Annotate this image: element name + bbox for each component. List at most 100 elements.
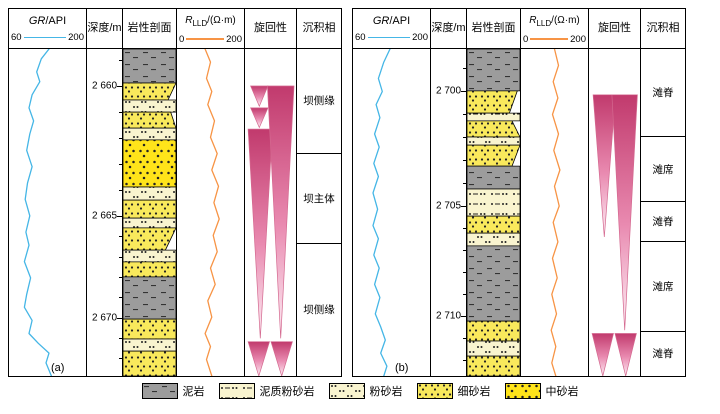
cyclicity-column: 旋回性 bbox=[589, 9, 641, 376]
depth-header: 深度/m bbox=[431, 9, 466, 49]
cyclicity-header: 旋回性 bbox=[589, 9, 640, 49]
gr-scale: 60 200 bbox=[9, 32, 86, 43]
rlld-max: 200 bbox=[226, 33, 242, 45]
lithology-column: 岩性剖面 bbox=[467, 9, 521, 376]
gr-column: GR/API 60 200 (b) bbox=[353, 9, 431, 376]
rlld-name: R bbox=[185, 14, 193, 26]
lithology-layer-fsand bbox=[467, 120, 520, 138]
legend-item-msilt: 泥质粉砂岩 bbox=[218, 383, 315, 399]
rlld-unit: /(Ω·m) bbox=[207, 14, 236, 26]
legend-swatch-msand bbox=[504, 383, 541, 399]
facies-title: 沉积相 bbox=[302, 22, 336, 34]
depth-major-tick bbox=[461, 205, 466, 207]
rlld-curve bbox=[204, 49, 220, 376]
depth-minor-tick bbox=[119, 190, 122, 192]
lithology-layer-silt bbox=[123, 217, 176, 229]
lithology-layer-mud bbox=[467, 165, 520, 190]
gr-title: GR/API bbox=[29, 14, 66, 29]
lithology-layer-fsand bbox=[467, 144, 520, 167]
gr-curve bbox=[372, 49, 391, 376]
gr-curve bbox=[23, 49, 53, 376]
facies-cell: 滩脊 bbox=[641, 330, 685, 376]
cyclicity-title: 旋回性 bbox=[254, 22, 287, 34]
log-curve-line bbox=[23, 49, 53, 376]
depth-title: 深度/m bbox=[431, 22, 466, 34]
gr-scale-line bbox=[23, 36, 67, 39]
rlld-scale: 0 200 bbox=[521, 34, 588, 45]
depth-minor-tick bbox=[119, 236, 122, 238]
cycle-triangle bbox=[247, 128, 273, 339]
legend-item-fsand: 细砂岩 bbox=[416, 383, 491, 399]
legend-item-silt: 粉砂岩 bbox=[328, 383, 403, 399]
depth-tick-label: 2 710 bbox=[435, 310, 462, 322]
facies-track: 坝侧缘坝主体坝侧缘 bbox=[297, 49, 341, 376]
depth-minor-tick bbox=[463, 294, 466, 296]
depth-minor-tick bbox=[119, 111, 122, 113]
cycle-triangle bbox=[591, 333, 614, 376]
facies-cell: 滩脊 bbox=[652, 86, 674, 99]
depth-minor-tick bbox=[119, 338, 122, 340]
depth-minor-tick bbox=[463, 67, 466, 69]
gr-max: 200 bbox=[68, 32, 84, 43]
depth-minor-tick bbox=[119, 358, 122, 360]
lithology-layer-silt bbox=[123, 249, 176, 263]
depth-tick-label: 2 665 bbox=[91, 210, 118, 222]
lithology-layer-fsand bbox=[123, 227, 176, 251]
cyclicity-graphic bbox=[247, 85, 295, 376]
lithology-layer-fsand bbox=[467, 215, 520, 234]
facies-title: 沉积相 bbox=[646, 22, 680, 34]
rlld-track bbox=[521, 49, 588, 376]
depth-major-tick bbox=[461, 90, 466, 92]
rlld-title: RLLD/(Ω·m) bbox=[529, 13, 580, 31]
cyclicity-graphic bbox=[591, 94, 638, 376]
lithology-layer-silt bbox=[123, 186, 176, 201]
depth-minor-tick bbox=[119, 256, 122, 258]
rlld-min: 0 bbox=[179, 33, 185, 45]
depth-major-tick bbox=[461, 316, 466, 318]
rlld-header: RLLD/(Ω·m) 0 200 bbox=[521, 9, 588, 49]
legend-label: 中砂岩 bbox=[545, 386, 579, 398]
cyclicity-track bbox=[589, 49, 640, 376]
facies-header: 沉积相 bbox=[641, 9, 685, 49]
lithology-header: 岩性剖面 bbox=[467, 9, 520, 49]
lithology-track bbox=[123, 49, 176, 376]
legend-swatch-fsand bbox=[416, 383, 453, 399]
lithology-graphic bbox=[467, 49, 520, 376]
depth-minor-tick bbox=[463, 272, 466, 274]
depth-minor-tick bbox=[463, 136, 466, 138]
gr-scale-line bbox=[367, 36, 411, 39]
depth-major-tick bbox=[117, 216, 122, 218]
depth-tick-label: 2 660 bbox=[91, 80, 118, 92]
lithology-layer-msilt bbox=[467, 112, 520, 122]
lithology-layer-fsand bbox=[123, 318, 176, 340]
facies-column: 沉积相 滩脊滩席滩脊滩席滩脊 bbox=[641, 9, 685, 376]
cycle-triangle bbox=[267, 85, 295, 339]
gr-unit: /API bbox=[45, 15, 67, 27]
gr-track: (b) bbox=[353, 49, 430, 376]
lithology-layer-silt bbox=[123, 127, 176, 141]
legend-swatch-silt bbox=[328, 383, 365, 399]
lithology-column: 岩性剖面 bbox=[123, 9, 177, 376]
depth-minor-tick bbox=[119, 164, 122, 166]
gr-scale: 60 200 bbox=[353, 32, 430, 43]
rlld-track bbox=[177, 49, 244, 376]
lithology-layer-fsand bbox=[467, 355, 520, 376]
rlld-unit: /(Ω·m) bbox=[551, 14, 580, 26]
gr-track: (a) bbox=[9, 49, 86, 376]
depth-minor-tick bbox=[463, 113, 466, 115]
cycle-triangle bbox=[250, 107, 269, 129]
panel-label-a: (a) bbox=[51, 362, 65, 374]
facies-cell: 坝主体 bbox=[297, 152, 341, 243]
legend-swatch-msilt bbox=[218, 383, 255, 399]
gr-name: GR bbox=[28, 15, 46, 27]
cycle-triangle bbox=[250, 85, 269, 108]
depth-minor-tick bbox=[119, 138, 122, 139]
legend: 泥岩泥质粉砂岩粉砂岩细砂岩中砂岩 bbox=[0, 383, 720, 399]
lithology-layer-fsand bbox=[467, 320, 520, 342]
legend-label: 细砂岩 bbox=[457, 386, 491, 398]
cyclicity-header: 旋回性 bbox=[245, 9, 296, 49]
legend-swatch-mud bbox=[141, 383, 178, 399]
facies-column: 沉积相 坝侧缘坝主体坝侧缘 bbox=[297, 9, 341, 376]
